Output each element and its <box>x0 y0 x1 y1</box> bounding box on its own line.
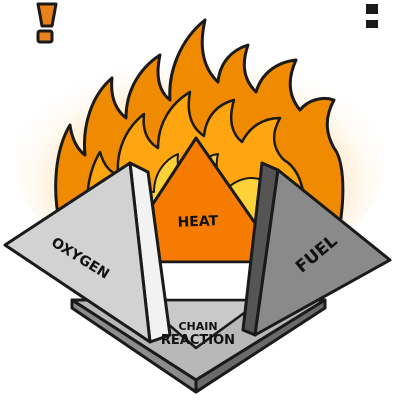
heat-label: HEAT <box>177 213 219 230</box>
chain-label: CHAIN <box>178 320 217 333</box>
reaction-label: REACTION <box>161 333 235 348</box>
exclamation-mark-icon <box>38 4 56 42</box>
corner-mark-icon <box>366 4 378 28</box>
